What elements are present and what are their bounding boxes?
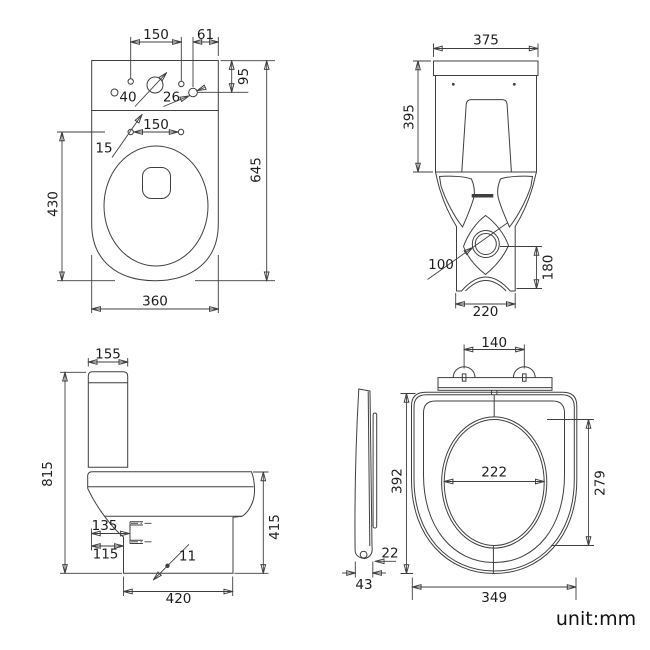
dim-seat-thickness: 22 <box>381 546 398 562</box>
dim-hinge-spacing: 140 <box>481 335 507 351</box>
pedestal-contour-left <box>438 175 475 228</box>
dimension-lines <box>342 344 594 600</box>
top-view: 150 61 95 40 26 15 150 430 645 360 <box>46 27 275 313</box>
outlet-circle-inner <box>474 233 497 255</box>
dim-bowl-length: 430 <box>46 191 62 217</box>
tank-lid-outline <box>433 60 539 76</box>
tank-side-outline <box>87 371 129 468</box>
dim-opening-width: 222 <box>481 465 507 481</box>
tank-hole <box>127 78 134 85</box>
dim-tank-depth: 155 <box>95 347 121 363</box>
outlet-boss <box>462 214 510 276</box>
hinge-pin <box>359 550 368 559</box>
back-view: 375 395 100 180 220 <box>402 33 557 321</box>
dim-corner-hole-offset: 61 <box>197 27 214 43</box>
seat-opening-inner <box>443 419 545 546</box>
dim-overall-height: 815 <box>40 461 56 487</box>
dim-fixing-hole-diameter: 11 <box>179 549 196 565</box>
dim-base-width: 220 <box>473 304 499 320</box>
dim-opening-length: 279 <box>593 470 609 496</box>
tank-recess <box>461 99 512 172</box>
dim-base-depth: 420 <box>166 591 192 607</box>
dim-seat-width: 349 <box>481 590 507 606</box>
dim-small-hole-diameter: 26 <box>163 90 180 106</box>
dim-seat-length: 392 <box>390 468 406 494</box>
dim-seat-hole-spacing: 150 <box>143 117 169 133</box>
dim-profile-depth: 43 <box>355 577 372 593</box>
dim-inlet-hole-diameter: 40 <box>119 90 136 106</box>
dim-tank-hole-spacing: 150 <box>143 27 169 43</box>
dim-tank-width: 375 <box>473 33 499 49</box>
dim-seat-hole-diameter: 15 <box>95 141 112 157</box>
trap-bar <box>471 194 494 198</box>
pedestal-arch-inner <box>465 280 507 292</box>
seat-opening-outer <box>441 416 548 549</box>
dim-bowl-height: 415 <box>267 514 283 540</box>
dim-outlet-height: 180 <box>541 255 557 281</box>
tank-hole <box>178 80 185 88</box>
lid-screw <box>512 82 516 86</box>
hinge-slot <box>461 373 467 382</box>
dim-overall-width: 360 <box>142 294 168 310</box>
unit-label: unit:mm <box>556 608 636 630</box>
seat-lid-inner-line <box>413 394 575 572</box>
dim-tank-height: 395 <box>402 104 418 130</box>
hinge-bar <box>437 377 553 391</box>
seat-bumper <box>372 412 378 529</box>
lid-screw <box>451 82 455 86</box>
dim-inlet-offset: 135 <box>92 518 118 534</box>
tank-hole <box>110 88 119 97</box>
dimension-lines <box>413 43 542 309</box>
outlet-circle <box>471 230 500 258</box>
dim-outlet-offset: 115 <box>93 547 119 563</box>
seat-centerlines <box>491 390 498 574</box>
tank-outline <box>435 75 537 173</box>
flush-outlet <box>142 167 171 199</box>
bracket-centerlines <box>131 522 153 543</box>
seat-profile-inner-line <box>367 391 371 547</box>
bowl-rim <box>103 145 209 267</box>
corner-hole <box>188 87 198 98</box>
dim-outlet-diameter: 100 <box>428 257 454 273</box>
seat-profile-outline <box>354 388 373 560</box>
hinge-slot <box>522 373 527 382</box>
dimension-lines <box>57 37 275 313</box>
seat-lid-outline <box>411 391 578 575</box>
dimension-lines <box>60 358 269 596</box>
seat-view: 140 392 222 279 22 43 349 <box>342 335 609 606</box>
supply-bracket <box>129 521 143 544</box>
pedestal-outline <box>435 171 537 292</box>
seat-fixing-hole <box>177 128 185 136</box>
dim-corner-hole-depth: 95 <box>236 68 252 85</box>
side-view: 155 815 415 135 115 11 420 <box>40 347 283 608</box>
pedestal-contour-right <box>497 175 534 228</box>
inlet-hole <box>146 76 164 94</box>
dim-overall-length: 645 <box>249 157 265 183</box>
seat-lid-contour <box>423 400 565 564</box>
bowl-outline <box>91 110 219 282</box>
